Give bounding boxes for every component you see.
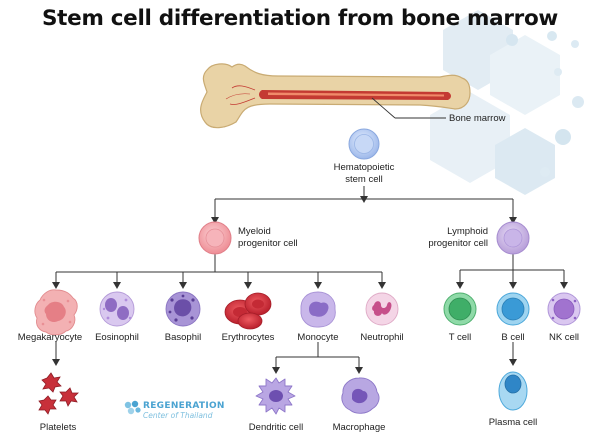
dendritic-cell <box>255 377 296 415</box>
label-t-cell: T cell <box>448 332 472 343</box>
label-myeloid-line1: Myeloid <box>238 226 271 237</box>
label-lymphoid-progenitor: Lymphoid progenitor cell <box>425 226 488 250</box>
erythrocytes-cells <box>224 292 272 330</box>
label-lymphoid-line2: progenitor cell <box>428 238 488 249</box>
logo-line2: Center of Thailand <box>143 411 213 420</box>
macrophage-cell <box>341 377 380 414</box>
logo-line1: REGENERATION <box>143 401 225 411</box>
eosinophil-cell <box>99 291 135 327</box>
label-myeloid-progenitor: Myeloid progenitor cell <box>238 226 298 250</box>
label-erythrocytes: Erythrocytes <box>221 332 275 343</box>
neutrophil-cell <box>365 292 399 326</box>
label-b-cell: B cell <box>501 332 525 343</box>
basophil-cell <box>165 291 201 327</box>
myeloid-progenitor-cell <box>198 221 232 255</box>
megakaryocyte-cell <box>34 289 78 336</box>
label-monocyte: Monocyte <box>297 332 339 343</box>
label-hsc-line2: stem cell <box>345 174 383 185</box>
label-lymphoid-line1: Lymphoid <box>447 226 488 237</box>
label-hematopoietic-stem-cell: Hematopoietic stem cell <box>334 162 395 186</box>
t-cell <box>443 292 477 326</box>
label-plasma-cell: Plasma cell <box>488 417 538 428</box>
label-neutrophil: Neutrophil <box>360 332 404 343</box>
label-dendritic-cell: Dendritic cell <box>248 422 304 433</box>
label-macrophage: Macrophage <box>332 422 386 433</box>
bone-illustration <box>200 63 471 129</box>
label-hsc-line1: Hematopoietic <box>333 162 395 173</box>
label-bone-marrow: Bone marrow <box>449 113 506 124</box>
label-platelets: Platelets <box>39 422 77 433</box>
label-eosinophil: Eosinophil <box>95 332 139 343</box>
nk-cell <box>547 292 581 326</box>
lymphoid-progenitor-cell <box>496 221 530 255</box>
label-megakaryocyte: Megakaryocyte <box>17 332 83 343</box>
regeneration-logo: REGENERATION Center of Thailand <box>143 401 225 421</box>
b-cell <box>496 292 530 326</box>
decorative-hexagons <box>430 10 584 195</box>
hematopoietic-stem-cell <box>348 128 380 160</box>
label-myeloid-line2: progenitor cell <box>238 238 298 249</box>
label-nk-cell: NK cell <box>548 332 580 343</box>
plasma-cell <box>498 371 528 411</box>
label-basophil: Basophil <box>164 332 202 343</box>
platelets-cells <box>38 372 79 415</box>
regeneration-logo-icon <box>124 400 141 415</box>
monocyte-cell <box>300 291 336 328</box>
page-title: Stem cell differentiation from bone marr… <box>42 6 558 31</box>
